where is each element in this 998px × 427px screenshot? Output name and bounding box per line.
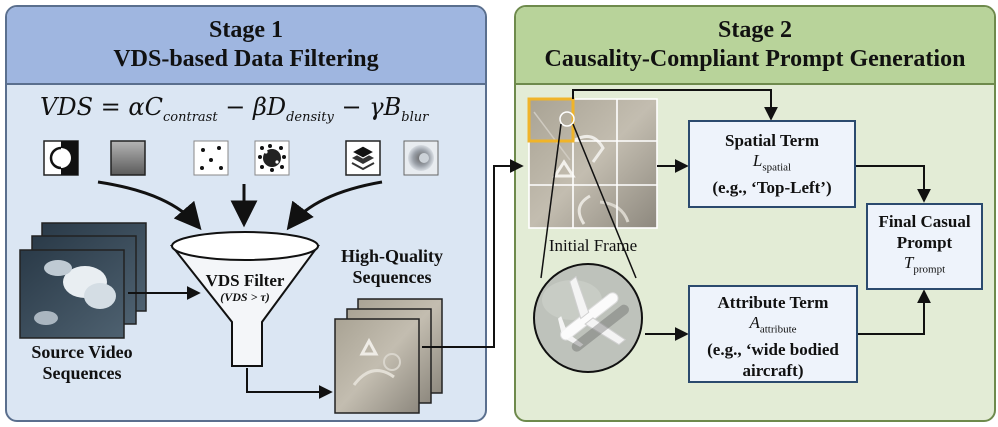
layers-icon	[345, 140, 381, 176]
attribute-symbol: A	[749, 313, 760, 332]
formula-coef1: α	[128, 93, 145, 121]
formula-term3: B	[383, 93, 402, 121]
formula-minus1: −	[225, 93, 246, 121]
sparse-dots-icon	[193, 140, 229, 176]
formula-term2: D	[266, 93, 287, 121]
formula-sub2: density	[286, 109, 334, 125]
formula-term1: C	[144, 93, 163, 121]
vds-filter-condition: (VDS > τ)	[220, 290, 270, 304]
formula-sub1: contrast	[163, 109, 218, 125]
blur-icon	[403, 140, 439, 176]
zoom-line-left	[540, 123, 562, 279]
attribute-term-example-line2: aircraft)	[742, 361, 804, 381]
vds-filter-label: VDS Filter (VDS > τ)	[190, 270, 300, 304]
attribute-to-final-arrow	[858, 289, 931, 335]
hq-sequences-label-line2: Sequences	[352, 267, 432, 287]
stage1-header: Stage 1 VDS-based Data Filtering	[7, 7, 485, 85]
source-video-stack	[19, 222, 147, 339]
initial-frame-label: Initial Frame	[548, 236, 638, 255]
formula-eq: =	[100, 93, 121, 121]
initial-frame-image	[529, 99, 657, 228]
final-prompt-symbol: Tprompt	[868, 253, 981, 279]
formula-lhs: VDS	[40, 93, 94, 121]
attribute-term-symbol: Aattribute	[690, 313, 856, 339]
attribute-term-box: Attribute Term Aattribute (e.g., ‘wide b…	[688, 285, 858, 383]
vds-formula: VDS = αCcontrast − βDdensity − γBblur	[40, 92, 460, 133]
dense-dots-icon	[254, 140, 290, 176]
attribute-term-example-line1: (e.g., ‘wide bodied	[707, 340, 839, 360]
hq-sequences-label-line1: High-Quality	[340, 246, 443, 266]
vds-filter-funnel	[169, 245, 320, 367]
aircraft-zoom-image	[533, 263, 643, 373]
formula-coef3: γ	[369, 93, 384, 121]
vds-filter-title: VDS Filter	[205, 271, 285, 290]
formula-minus2: −	[341, 93, 362, 121]
stage2-title: Stage 2	[718, 17, 792, 43]
stage2-header: Stage 2 Causality-Compliant Prompt Gener…	[516, 7, 994, 85]
attribute-term-title: Attribute Term	[717, 293, 829, 312]
spatial-symbol-sub: spatial	[762, 161, 792, 174]
final-symbol-sub: prompt	[913, 263, 946, 276]
spatial-symbol: L	[752, 151, 763, 170]
formula-coef2: β	[252, 93, 267, 121]
spatial-to-final-arrow	[856, 165, 931, 203]
source-video-label-line2: Sequences	[42, 363, 122, 383]
filter-to-hq-arrow	[246, 368, 333, 399]
top-left-cell-highlight	[527, 97, 575, 143]
spatial-term-box: Spatial Term Lspatial (e.g., ‘Top-Left’)	[688, 120, 856, 208]
final-prompt-title-line2: Prompt	[896, 233, 953, 252]
final-symbol: T	[903, 253, 914, 272]
stage1-title: Stage 1	[209, 17, 283, 43]
contrast-to-filter-arrow	[97, 180, 202, 231]
stage1-panel: Stage 1 VDS-based Data Filtering	[5, 5, 487, 422]
target-marker	[559, 111, 575, 127]
zoom-line-right	[572, 123, 637, 279]
formula-sub3: blur	[401, 109, 429, 125]
attribute-symbol-sub: attribute	[759, 323, 797, 336]
stage2-subtitle: Causality-Compliant Prompt Generation	[544, 46, 966, 72]
spatial-term-example: (e.g., ‘Top-Left’)	[712, 178, 832, 198]
final-prompt-title-line1: Final Casual	[878, 212, 971, 231]
hq-to-stage2-arrow	[422, 159, 524, 348]
blur-to-filter-arrow	[286, 180, 383, 231]
source-video-label: Source Video Sequences	[8, 342, 156, 384]
source-video-label-line1: Source Video	[31, 342, 133, 362]
stage1-subtitle: VDS-based Data Filtering	[113, 46, 379, 72]
hq-sequences-label: High-Quality Sequences	[322, 246, 462, 288]
final-prompt-box: Final Casual Prompt Tprompt	[866, 203, 983, 290]
spatial-term-title: Spatial Term	[725, 131, 819, 150]
contrast-icon	[43, 140, 79, 176]
vds-filter-funnel-rim	[171, 231, 319, 261]
hq-sequence-stack	[334, 298, 443, 414]
spatial-term-symbol: Lspatial	[690, 151, 854, 177]
gradient-square-icon	[110, 140, 146, 176]
highlight-to-spatial-arrow	[572, 89, 778, 121]
